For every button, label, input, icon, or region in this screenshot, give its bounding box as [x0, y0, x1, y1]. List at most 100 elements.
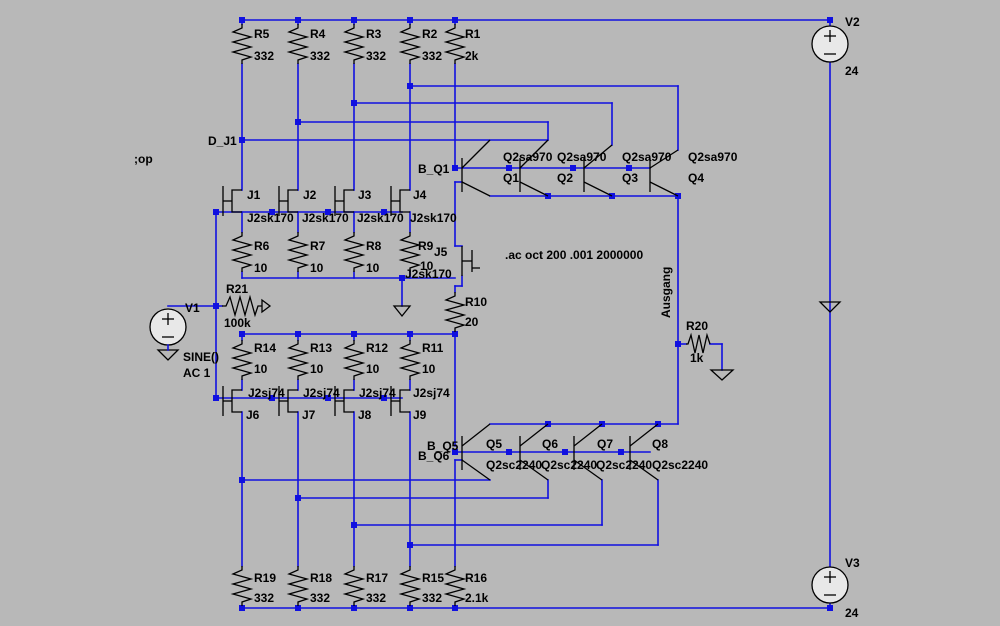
bjt-q2[interactable]: [519, 139, 549, 197]
resistor-name-r9: R9: [418, 239, 434, 253]
bjt-name-q8: Q8: [652, 437, 668, 451]
resistor-r2[interactable]: [398, 24, 422, 64]
resistor-name-r19: R19: [254, 571, 276, 585]
voltage-source-v1[interactable]: [149, 308, 187, 346]
resistor-name-r13: R13: [310, 341, 332, 355]
bjt-model-q7: Q2sc2240: [596, 458, 652, 472]
jfet-model-j9: J2sj74: [413, 386, 450, 400]
jfet-j5[interactable]: [461, 246, 480, 276]
bjt-name-q7: Q7: [597, 437, 613, 451]
bjt-model-q2: Q2sa970: [557, 150, 607, 164]
resistor-name-r3: R3: [366, 27, 382, 41]
resistor-r3[interactable]: [342, 24, 366, 64]
jfet-j4[interactable]: [390, 186, 410, 216]
resistor-r21[interactable]: [222, 294, 262, 318]
ground-icon: [392, 305, 412, 318]
resistor-value-r11: 10: [422, 362, 436, 376]
resistor-r9[interactable]: [398, 232, 422, 272]
jfet-j6[interactable]: [222, 386, 242, 416]
resistor-r8[interactable]: [342, 232, 366, 272]
resistor-r6[interactable]: [230, 232, 254, 272]
resistor-name-r11: R11: [422, 341, 444, 355]
bjt-q4[interactable]: [649, 149, 679, 197]
source-value-v2: 24: [845, 64, 859, 78]
ground-icon: [156, 349, 180, 361]
jfet-name-j6: J6: [246, 408, 260, 422]
resistor-name-r15: R15: [422, 571, 444, 585]
net-label-b-q5: B_Q5: [427, 439, 459, 453]
resistor-r12[interactable]: [342, 340, 366, 380]
resistor-name-r6: R6: [254, 239, 270, 253]
resistor-r17[interactable]: [342, 566, 366, 606]
resistor-value-r7: 10: [310, 261, 324, 275]
voltage-sources: [149, 25, 849, 604]
jfet-j1[interactable]: [222, 186, 242, 216]
resistor-r13[interactable]: [286, 340, 310, 380]
resistor-name-r21: R21: [226, 282, 248, 296]
resistor-r4[interactable]: [286, 24, 310, 64]
jfet-j8[interactable]: [334, 386, 354, 416]
resistor-name-r2: R2: [422, 27, 438, 41]
source-ac-v1: AC 1: [183, 366, 211, 380]
resistor-r20[interactable]: [686, 332, 711, 354]
bjt-model-q4: Q2sa970: [688, 150, 738, 164]
net-label-d-j1: D_J1: [208, 134, 237, 148]
jfet-name-j5: J5: [434, 245, 448, 259]
source-value-v1: SINE(): [183, 350, 219, 364]
jfet-model-j7: J2sj74: [303, 386, 340, 400]
resistor-name-r1: R1: [465, 27, 481, 41]
wires: [167, 19, 831, 609]
net-label-ausgang: Ausgang: [659, 267, 673, 318]
jfet-name-j9: J9: [413, 408, 427, 422]
resistor-r19[interactable]: [230, 566, 254, 606]
bjt-q7[interactable]: [573, 423, 603, 481]
junction-dots: [213, 17, 833, 611]
jfet-j9[interactable]: [390, 386, 410, 416]
resistor-value-r19: 332: [254, 591, 274, 605]
resistor-value-r2: 332: [422, 49, 442, 63]
voltage-source-v3[interactable]: [811, 566, 849, 604]
bjt-q8[interactable]: [629, 423, 659, 481]
resistor-value-r17: 332: [366, 591, 386, 605]
bjt-name-q2: Q2: [557, 171, 573, 185]
resistor-r14[interactable]: [230, 340, 254, 380]
bjt-model-q1: Q2sa970: [503, 150, 553, 164]
resistor-r15[interactable]: [398, 566, 422, 606]
jfet-model-j1: J2sk170: [247, 211, 294, 225]
jfet-j7[interactable]: [278, 386, 298, 416]
resistor-r1[interactable]: [443, 24, 467, 64]
resistor-value-r15: 332: [422, 591, 442, 605]
bjt-q5[interactable]: [461, 423, 491, 481]
supply-port-icon: [818, 301, 842, 313]
ac-directive[interactable]: .ac oct 200 .001 2000000: [505, 248, 643, 262]
resistor-r7[interactable]: [286, 232, 310, 272]
labels: ;op .ac oct 200 .001 2000000 D_J1 B_Q1 B…: [134, 15, 860, 620]
bjt-name-q3: Q3: [622, 171, 638, 185]
jfet-name-j4: J4: [413, 188, 427, 202]
source-value-v3: 24: [845, 606, 859, 620]
resistor-r11[interactable]: [398, 340, 422, 380]
jfet-model-j3: J2sk170: [357, 211, 404, 225]
resistor-value-r16: 2.1k: [465, 591, 489, 605]
jfet-name-j7: J7: [302, 408, 316, 422]
op-directive[interactable]: ;op: [134, 152, 153, 166]
resistor-r16[interactable]: [443, 566, 467, 606]
resistor-name-r4: R4: [310, 27, 326, 41]
resistor-name-r17: R17: [366, 571, 388, 585]
resistor-value-r20: 1k: [690, 351, 704, 365]
jfet-model-j2: J2sk170: [302, 211, 349, 225]
bjts: [461, 139, 679, 481]
resistor-r18[interactable]: [286, 566, 310, 606]
resistor-name-r14: R14: [254, 341, 276, 355]
jfet-j2[interactable]: [278, 186, 298, 216]
resistor-value-r6: 10: [254, 261, 268, 275]
resistor-value-r4: 332: [310, 49, 330, 63]
resistor-r10[interactable]: [443, 292, 467, 332]
jfet-j3[interactable]: [334, 186, 354, 216]
bjt-q1[interactable]: [461, 139, 491, 197]
bjt-q6[interactable]: [519, 423, 549, 481]
bjt-q3[interactable]: [583, 144, 613, 197]
voltage-source-v2[interactable]: [811, 25, 849, 63]
resistor-r5[interactable]: [230, 24, 254, 64]
jfets: [222, 186, 480, 416]
